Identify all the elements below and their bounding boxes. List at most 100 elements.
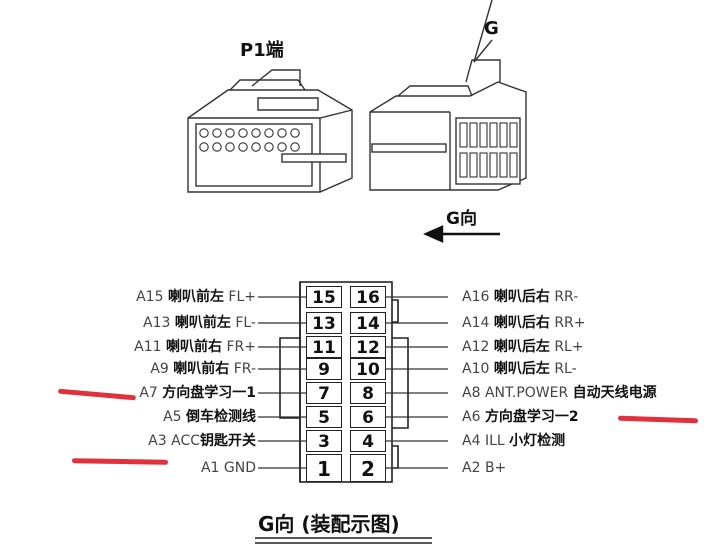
g-title: G — [484, 18, 499, 39]
pin-16: 16 — [350, 286, 386, 308]
pin-signal: ILL — [484, 433, 505, 449]
connector-slot — [479, 152, 488, 178]
connector-hole — [212, 128, 222, 138]
pin-description: 喇叭前左 — [174, 315, 231, 331]
pin-3: 3 — [306, 430, 342, 452]
pin-1: 1 — [306, 454, 342, 482]
pin-signal: RL- — [554, 361, 577, 377]
connector-slot — [499, 152, 508, 178]
pin-description: 喇叭前右 — [173, 361, 230, 377]
connector-slot — [479, 122, 488, 148]
pin-signal: ANT.POWER — [484, 385, 569, 401]
pin-id: A11 — [134, 339, 162, 355]
pin-signal: RR- — [554, 289, 579, 305]
pin-signal: RL+ — [554, 339, 584, 355]
pin-description: 喇叭前右 — [166, 339, 223, 355]
pin-label-a1: A1 GND — [201, 459, 256, 477]
pin-11: 11 — [306, 336, 342, 358]
connector-hole — [277, 128, 287, 138]
pin-id: A16 — [462, 289, 490, 305]
pin-8: 8 — [350, 382, 386, 404]
p1-title: P1端 — [240, 40, 284, 61]
connector-hole — [264, 128, 274, 138]
connector-slot — [509, 122, 518, 148]
connector-hole — [251, 128, 261, 138]
pin-label-a7: A7 方向盘学习一1 — [139, 384, 256, 402]
pin-signal: B+ — [484, 460, 507, 476]
connector-slot — [509, 152, 518, 178]
pin-description: 方向盘学习一2 — [484, 409, 579, 425]
pin-id: A1 — [200, 460, 220, 476]
pin-signal: FR+ — [226, 339, 256, 355]
pin-signal: ACC — [171, 433, 200, 449]
pin-label-a4: A4 ILL 小灯检测 — [462, 432, 565, 450]
connector-slot — [459, 122, 468, 148]
pin-description: 方向盘学习一1 — [162, 385, 256, 401]
pin-label-a5: A5 倒车检测线 — [163, 408, 256, 426]
pin-12: 12 — [350, 336, 386, 358]
pin-label-a6: A6 方向盘学习一2 — [462, 408, 579, 426]
connector-slot — [499, 122, 508, 148]
connector-hole — [290, 142, 300, 152]
pin-description: 喇叭后右 — [493, 289, 550, 305]
pin-id: A7 — [139, 385, 158, 401]
pin-15: 15 — [306, 286, 342, 308]
connector-hole — [225, 128, 235, 138]
pin-id: A3 — [148, 433, 167, 449]
pin-signal: FR- — [233, 361, 256, 377]
connector-hole — [277, 142, 287, 152]
connector-slot — [469, 152, 478, 178]
pin-label-a10: A10 喇叭后左 RL- — [462, 360, 577, 378]
pin-label-a16: A16 喇叭后右 RR- — [462, 288, 578, 306]
pin-id: A10 — [462, 361, 490, 377]
connector-hole — [238, 142, 248, 152]
pin-label-a8: A8 ANT.POWER 自动天线电源 — [462, 384, 657, 402]
connector-hole — [199, 128, 209, 138]
pin-id: A14 — [462, 315, 490, 331]
pin-description: 喇叭后右 — [493, 315, 550, 331]
connector-hole — [290, 128, 300, 138]
pin-label-a12: A12 喇叭后左 RL+ — [462, 338, 584, 356]
pin-10: 10 — [350, 358, 386, 380]
pin-signal: RR+ — [554, 315, 586, 331]
pin-id: A5 — [163, 409, 182, 425]
pin-label-a11: A11 喇叭前右 FR+ — [134, 338, 256, 356]
pin-description: 钥匙开关 — [200, 433, 256, 449]
pin-id: A13 — [143, 315, 171, 331]
footer-title: G向 (装配示图) — [258, 512, 400, 536]
pin-label-a14: A14 喇叭后右 RR+ — [462, 314, 586, 332]
pin-id: A8 — [462, 385, 481, 401]
connector-slot — [489, 122, 498, 148]
connector-hole — [251, 142, 261, 152]
connector-hole — [264, 142, 274, 152]
pin-id: A15 — [136, 289, 164, 305]
pin-label-a9: A9 喇叭前右 FR- — [150, 360, 256, 378]
pin-7: 7 — [306, 382, 342, 404]
pin-2: 2 — [350, 454, 386, 482]
pin-id: A12 — [462, 339, 490, 355]
pin-signal: GND — [223, 460, 256, 476]
pin-description: 自动天线电源 — [572, 385, 657, 401]
connector-hole — [238, 128, 248, 138]
pin-signal: FL- — [235, 315, 256, 331]
connector-slot — [489, 152, 498, 178]
pin-id: A2 — [462, 460, 481, 476]
pin-description: 喇叭前左 — [167, 289, 224, 305]
pin-label-a3: A3 ACC钥匙开关 — [148, 432, 256, 450]
pin-description: 喇叭后左 — [493, 339, 550, 355]
pin-id: A9 — [150, 361, 169, 377]
connector-slot — [459, 152, 468, 178]
pin-label-a2: A2 B+ — [462, 459, 506, 477]
pin-4: 4 — [350, 430, 386, 452]
pin-signal: FL+ — [228, 289, 256, 305]
pin-id: A6 — [462, 409, 481, 425]
pin-5: 5 — [306, 406, 342, 428]
pin-9: 9 — [306, 358, 342, 380]
connector-hole — [199, 142, 209, 152]
pin-id: A4 — [462, 433, 481, 449]
pin-description: 小灯检测 — [509, 433, 566, 449]
pin-14: 14 — [350, 312, 386, 334]
pin-13: 13 — [306, 312, 342, 334]
